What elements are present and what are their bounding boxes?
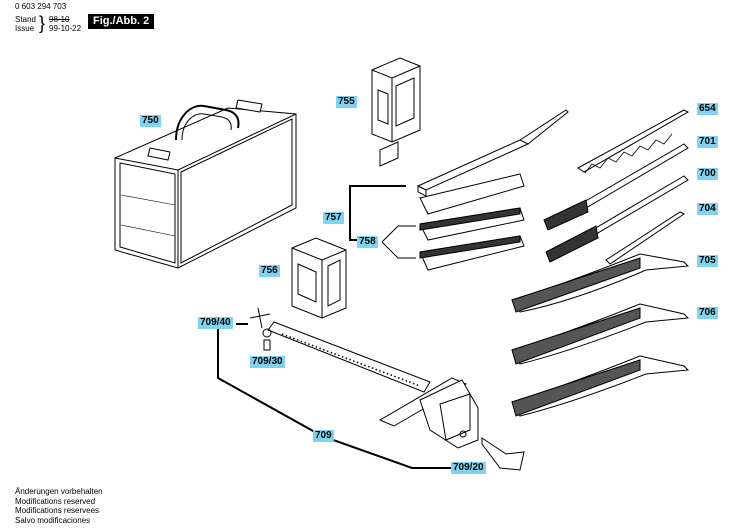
note-de: Änderungen vorbehalten [15, 487, 103, 496]
label-758: 758 [357, 236, 378, 248]
holder-756 [291, 237, 347, 319]
issue-value: 99-10-22 [49, 24, 82, 33]
note-en: Modifications reserved [15, 496, 96, 506]
brush-plates [416, 109, 569, 271]
label-709-20: 709/20 [451, 462, 486, 474]
label-705: 705 [697, 255, 718, 267]
figure-label: Fig./Abb. 2 [88, 14, 155, 29]
holder-755 [371, 57, 421, 167]
label-706: 706 [697, 307, 718, 319]
label-700: 700 [697, 168, 718, 180]
label-756: 756 [259, 265, 280, 277]
label-709-30: 709/30 [250, 356, 285, 368]
label-755: 755 [336, 96, 357, 108]
label-709: 709 [313, 430, 334, 442]
note-fr: Modifications reservees [15, 506, 100, 515]
note-es: Salvo modificaciones [15, 515, 91, 525]
issue-label: Issue [15, 24, 35, 33]
label-701: 701 [697, 136, 718, 148]
brace-icon: } [39, 13, 46, 33]
bracket-758 [381, 225, 416, 259]
label-757: 757 [323, 212, 344, 224]
blades [543, 109, 690, 265]
stand-label: Stand [15, 15, 36, 24]
label-654: 654 [697, 103, 718, 115]
label-704: 704 [697, 203, 718, 215]
carrying-case [114, 99, 297, 269]
wire-brushes [511, 253, 690, 417]
part-number: 0 603 294 703 [15, 2, 67, 11]
label-750: 750 [140, 115, 161, 127]
stand-value: 98-10 [49, 15, 70, 24]
modification-notes: Änderungen vorbehalten Modifications res… [15, 487, 103, 525]
guide-rail [249, 307, 525, 471]
label-709-40: 709/40 [198, 317, 233, 329]
